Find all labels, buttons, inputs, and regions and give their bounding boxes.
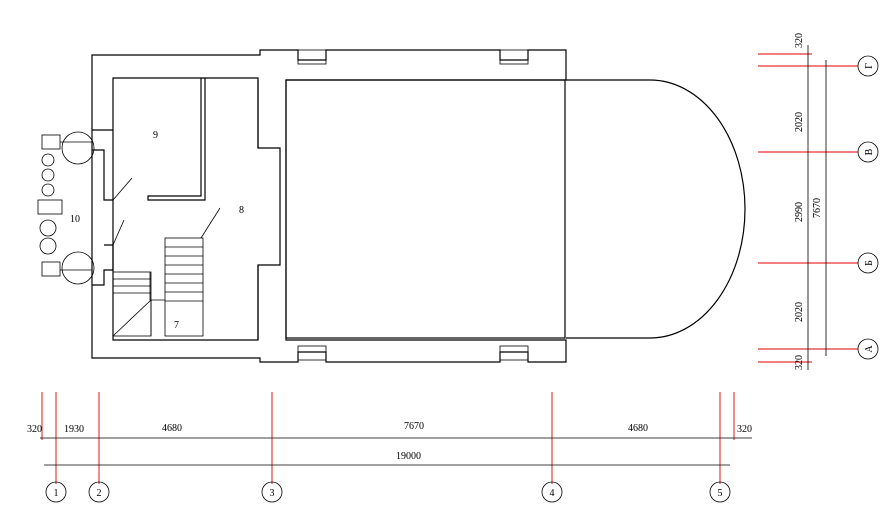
dim-v-2020-bottom: 2020 bbox=[794, 302, 805, 322]
dim-v-320-bottom: 320 bbox=[794, 355, 805, 370]
axis-marker-2: 2 bbox=[97, 488, 102, 499]
outer-walls bbox=[91, 49, 746, 363]
axis-marker-5: 5 bbox=[718, 488, 723, 499]
vertical-dimensions: 320 2020 2990 2020 320 7670 Г В Б А bbox=[758, 33, 879, 370]
dim-320-right: 320 bbox=[737, 424, 752, 435]
dim-v-320-top: 320 bbox=[794, 33, 805, 48]
dim-4680-left: 4680 bbox=[162, 423, 182, 434]
dim-v-2020-top: 2020 bbox=[794, 112, 805, 132]
porch bbox=[37, 131, 95, 285]
room-label-10: 10 bbox=[70, 214, 80, 225]
dim-7670: 7670 bbox=[404, 421, 424, 432]
horizontal-dimensions: 320 1930 4680 7670 4680 320 19000 1 2 3 … bbox=[27, 392, 752, 503]
room-label-8: 8 bbox=[239, 205, 244, 216]
axis-marker-B: Б bbox=[864, 260, 875, 266]
dim-4680-right: 4680 bbox=[628, 423, 648, 434]
axis-marker-4: 4 bbox=[550, 488, 555, 499]
axis-marker-G: Г bbox=[864, 63, 875, 69]
axis-marker-3: 3 bbox=[270, 488, 275, 499]
axis-marker-1: 1 bbox=[54, 488, 59, 499]
room-label-7: 7 bbox=[174, 320, 179, 331]
axis-marker-V: В bbox=[864, 148, 875, 155]
staircase bbox=[112, 237, 204, 337]
dim-19000: 19000 bbox=[396, 451, 421, 462]
dim-320-left: 320 bbox=[27, 424, 42, 435]
interior-partitions bbox=[92, 78, 259, 340]
room-label-9: 9 bbox=[153, 130, 158, 141]
dim-v-2990: 2990 bbox=[794, 202, 805, 222]
dim-1930: 1930 bbox=[64, 424, 84, 435]
axis-marker-A: А bbox=[864, 345, 875, 353]
dim-v-7670: 7670 bbox=[812, 198, 823, 218]
